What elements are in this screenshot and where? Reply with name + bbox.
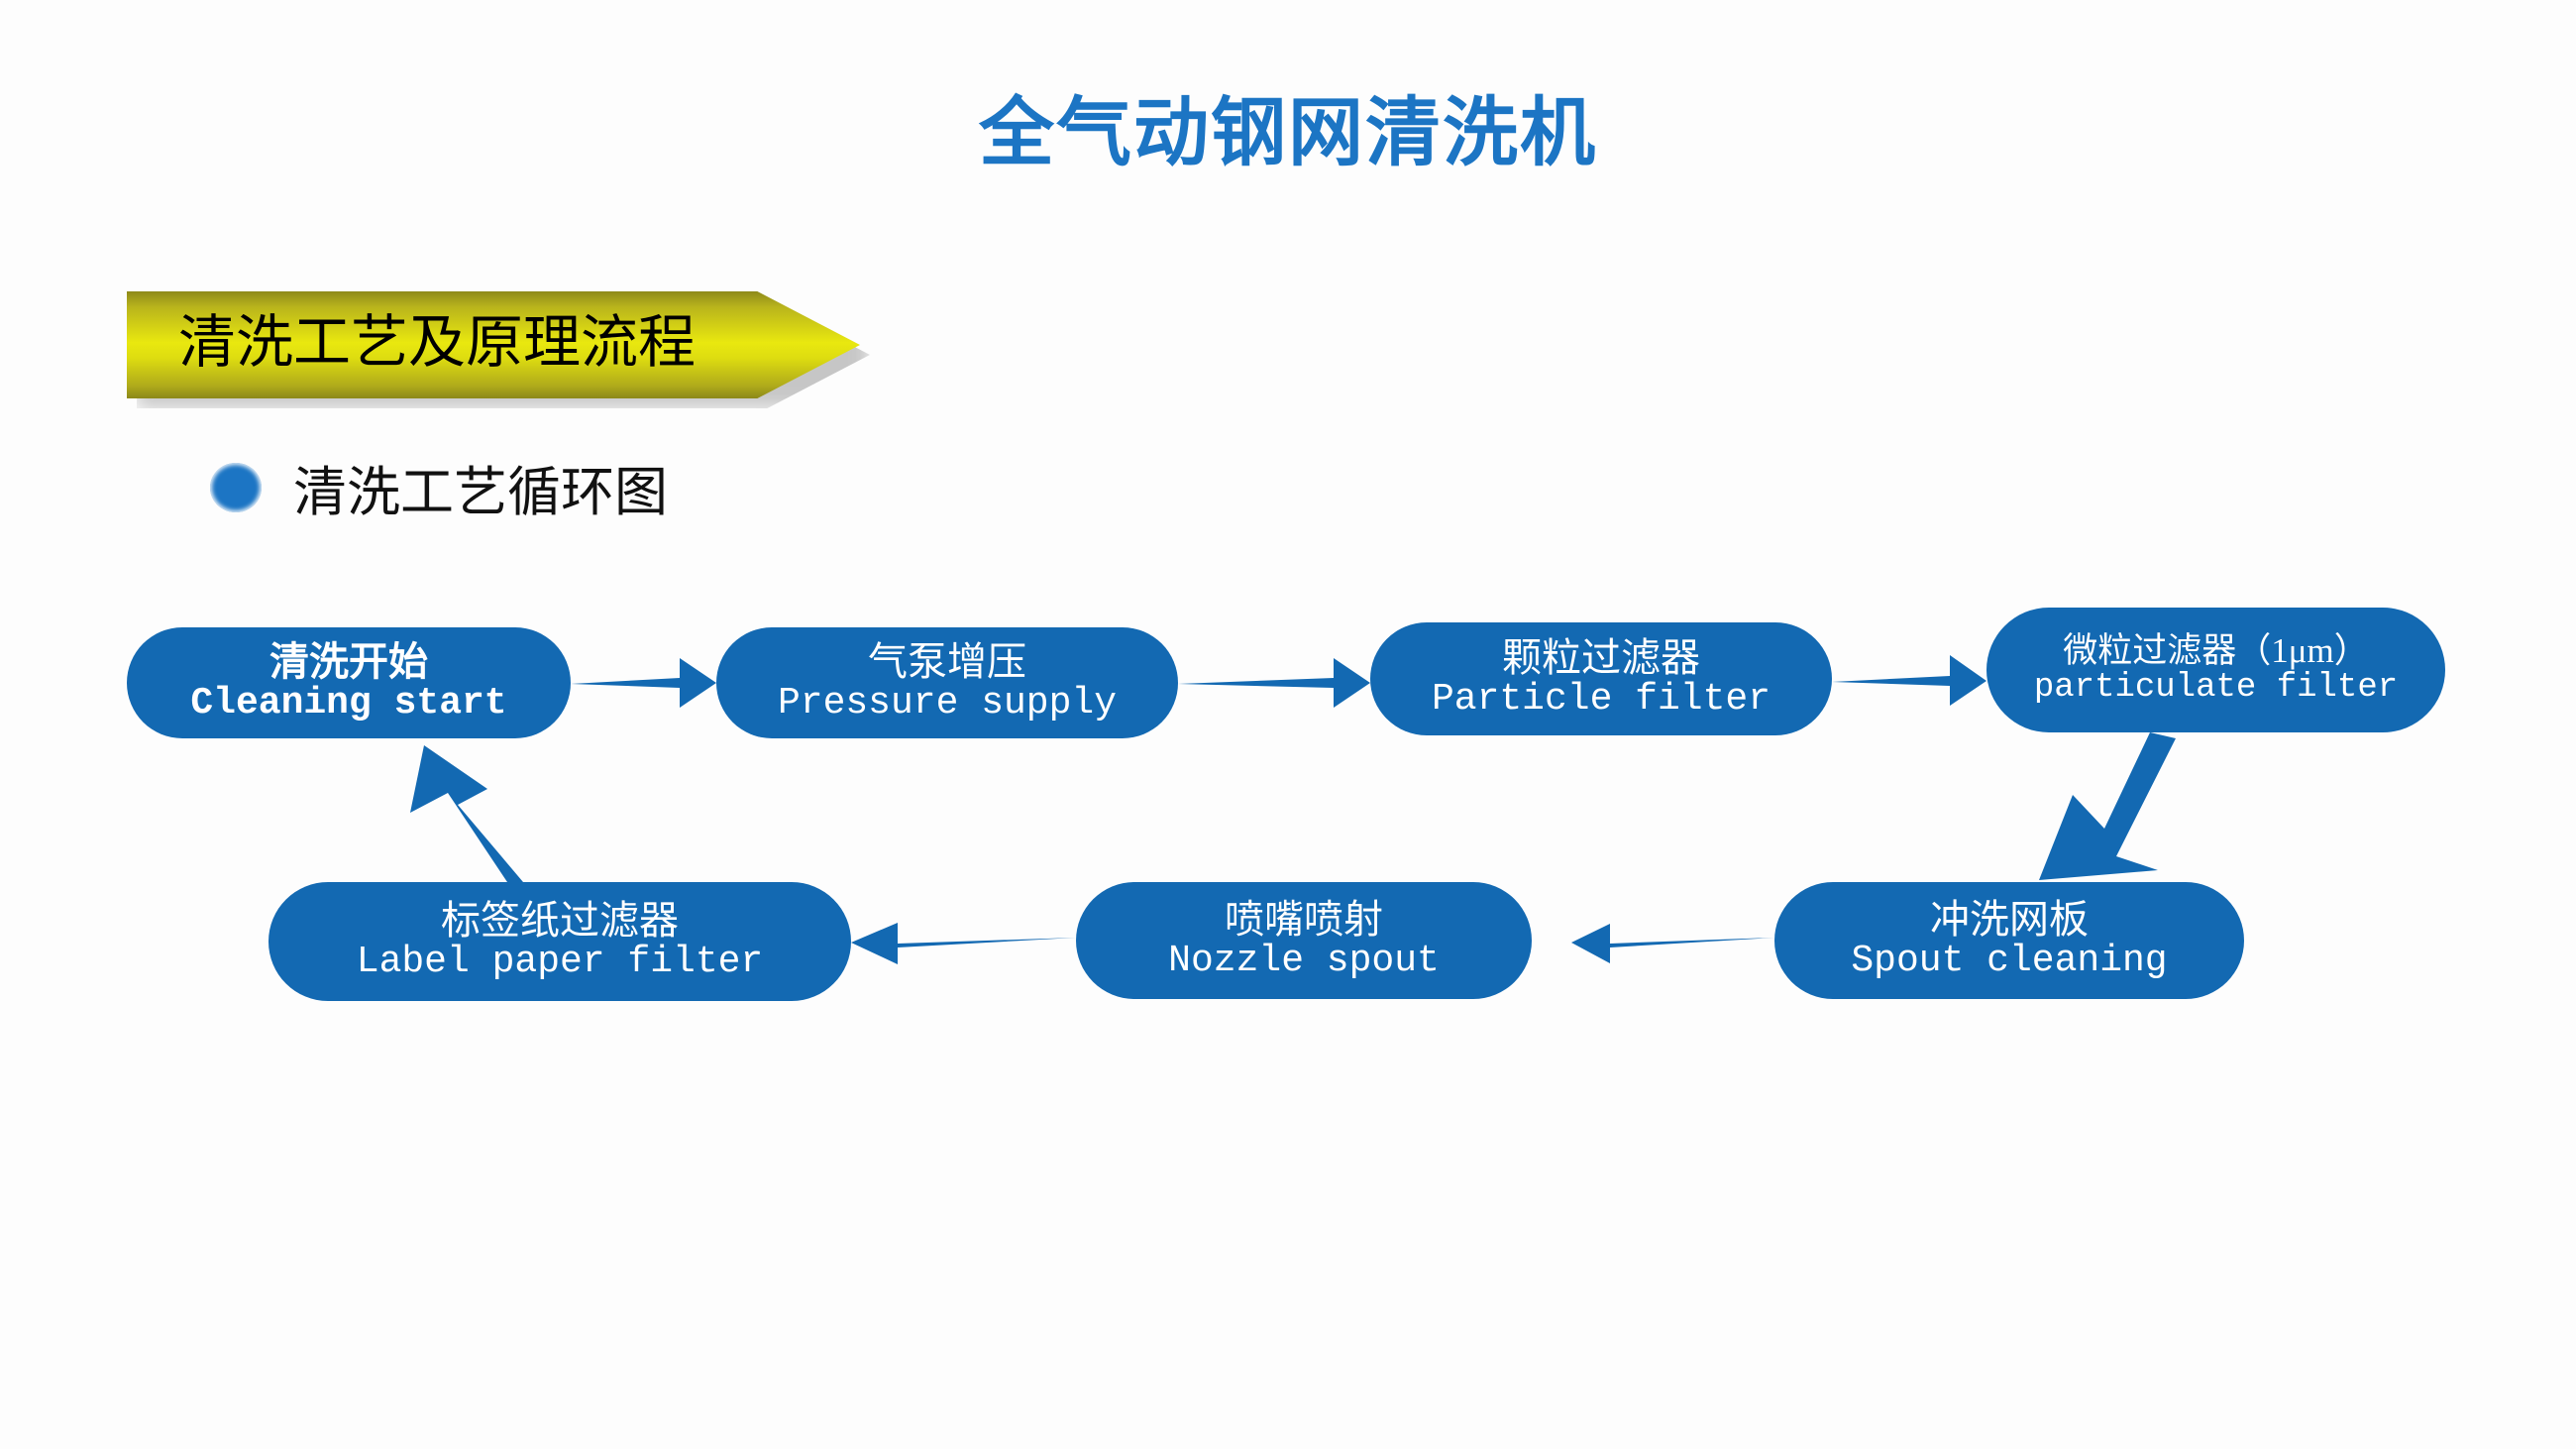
- flow-node-label-en: Nozzle spout: [1168, 939, 1440, 982]
- flow-node-label-en: Pressure supply: [777, 681, 1118, 724]
- section-banner: 清洗工艺及原理流程: [127, 291, 870, 408]
- banner-shape: [127, 291, 860, 398]
- arrow-cleaning-to-pressure: [571, 658, 716, 708]
- flow-node-pressure-supply[interactable]: 气泵增压 Pressure supply: [716, 627, 1178, 738]
- arrow-particulate-to-spoutcleaning: [2039, 732, 2176, 880]
- flow-node-label-cn: 微粒过滤器（1μm）: [2063, 630, 2369, 670]
- flow-node-label-cn: 喷嘴喷射: [1225, 896, 1383, 942]
- arrow-spoutcleaning-to-nozzle: [1571, 924, 1774, 963]
- arrow-labelfilter-to-cleaning: [410, 745, 523, 888]
- arrow-pressure-to-particle: [1178, 658, 1370, 708]
- flow-node-label-en: Cleaning start: [190, 681, 507, 724]
- banner-label: 清洗工艺及原理流程: [178, 310, 697, 375]
- flow-node-label-cn: 颗粒过滤器: [1502, 634, 1700, 680]
- flow-node-label-en: Particle filter: [1431, 677, 1771, 721]
- bullet-label: 清洗工艺循环图: [293, 463, 668, 522]
- flow-node-label-en: particulate filter: [2033, 669, 2399, 708]
- bullet-dot-icon: [210, 462, 262, 512]
- page-title: 全气动钢网清洗机: [979, 92, 1597, 175]
- arrow-nozzle-to-labelfilter: [851, 923, 1076, 964]
- flow-node-particulate-filter[interactable]: 微粒过滤器（1μm） particulate filter: [1986, 608, 2445, 732]
- flow-node-particle-filter[interactable]: 颗粒过滤器 Particle filter: [1370, 622, 1832, 735]
- flow-node-label-cn: 清洗开始: [269, 638, 428, 684]
- flow-node-label-cn: 标签纸过滤器: [441, 897, 679, 943]
- bullet-row: 清洗工艺循环图: [210, 448, 668, 526]
- flow-node-spout-cleaning[interactable]: 冲洗网板 Spout cleaning: [1774, 882, 2244, 999]
- flow-node-label-en: Spout cleaning: [1851, 939, 2168, 982]
- flow-node-label-cn: 气泵增压: [868, 638, 1026, 684]
- flow-node-label-cn: 冲洗网板: [1930, 896, 2089, 942]
- arrow-particle-to-particulate: [1832, 655, 1986, 706]
- flow-node-cleaning-start[interactable]: 清洗开始 Cleaning start: [127, 627, 571, 738]
- flow-node-label-en: Label paper filter: [356, 940, 764, 983]
- flow-node-label-paper-filter[interactable]: 标签纸过滤器 Label paper filter: [268, 882, 851, 1001]
- flow-node-nozzle-spout[interactable]: 喷嘴喷射 Nozzle spout: [1076, 882, 1532, 999]
